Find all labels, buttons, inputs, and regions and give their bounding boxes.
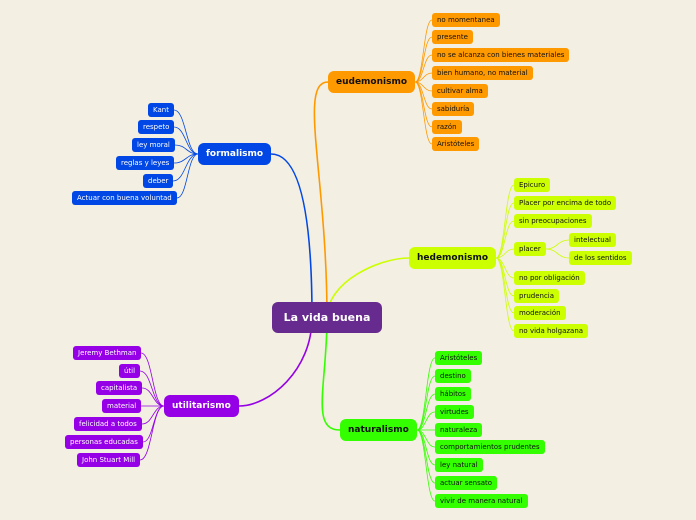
connector-hedemonismo-0 xyxy=(495,184,515,259)
connector-formalismo-1 xyxy=(173,126,199,155)
connector-utilitarismo-1 xyxy=(139,370,165,407)
connector-utilitarismo-2 xyxy=(141,387,165,407)
subtopic-no-se-alcanza-con-bienes-materiales[interactable]: no se alcanza con bienes materiales xyxy=(432,48,570,62)
subtopic-epicuro[interactable]: Epicuro xyxy=(514,178,551,192)
connector-utilitarismo-0 xyxy=(140,352,165,407)
subtopic-no-momentanea[interactable]: no momentanea xyxy=(432,13,500,27)
subtopic-cultivar-alma[interactable]: cultivar alma xyxy=(432,84,488,98)
subtopic-sin-preocupaciones[interactable]: sin preocupaciones xyxy=(514,214,592,228)
connector-eudemonismo-2 xyxy=(414,54,433,83)
connector-hedemonismo-6 xyxy=(495,257,515,314)
connector-naturalismo-3 xyxy=(416,411,436,431)
subtopic-placer-por-encima-de-todo[interactable]: Placer por encima de todo xyxy=(514,196,617,210)
topic-formalismo[interactable]: formalismo xyxy=(198,143,272,165)
connector-naturalismo-6 xyxy=(416,429,436,466)
connector-formalismo-5 xyxy=(176,153,199,199)
subtopic-kant[interactable]: Kant xyxy=(148,103,174,117)
connector-hedemonismo-1 xyxy=(495,202,515,259)
subtopic-virtudes[interactable]: virtudes xyxy=(435,405,474,419)
connector-naturalismo-2 xyxy=(416,393,436,431)
subtopic-vivir-de-manera-natural[interactable]: vivir de manera natural xyxy=(435,494,528,508)
connector-root-formalismo xyxy=(270,153,313,318)
connector-hedemonismo-2 xyxy=(495,220,515,259)
connector-eudemonismo-7 xyxy=(414,81,433,145)
connector-eudemonismo-0 xyxy=(414,19,433,83)
subtopic-bien-humano-no-material[interactable]: bien humano, no material xyxy=(432,66,533,80)
subtopic-personas-educadas[interactable]: personas educadas xyxy=(65,435,143,449)
subtopic-de-los-sentidos[interactable]: de los sentidos xyxy=(569,251,632,265)
connector-utilitarismo-6 xyxy=(139,405,165,461)
connector-formalismo-3 xyxy=(173,153,199,164)
subtopic-actuar-sensato[interactable]: actuar sensato xyxy=(435,476,498,490)
subtopic-reglas-y-leyes[interactable]: reglas y leyes xyxy=(116,156,175,170)
connector-root-eudemonismo xyxy=(313,81,329,318)
subtopic-razon[interactable]: razón xyxy=(432,120,462,134)
connector-utilitarismo-4 xyxy=(141,405,165,425)
subtopic-naturaleza[interactable]: naturaleza xyxy=(435,423,483,437)
subtopic-util[interactable]: útil xyxy=(119,364,141,378)
subtopic-no-vida-holgazana[interactable]: no vida holgazana xyxy=(514,324,589,338)
topic-eudemonismo[interactable]: eudemonismo xyxy=(328,71,416,93)
connector-utilitarismo-5 xyxy=(142,405,165,443)
root-topic-la-vida-buena[interactable]: La vida buena xyxy=(272,302,382,333)
subtopic-john-stuart-mill[interactable]: John Stuart Mill xyxy=(77,453,141,467)
subtopic-sabiduria[interactable]: sabiduría xyxy=(432,102,475,116)
subtopic-comportamientos-prudentes[interactable]: comportamientos prudentes xyxy=(435,440,545,454)
subtopic-respeto[interactable]: respeto xyxy=(138,120,175,134)
topic-naturalismo[interactable]: naturalismo xyxy=(340,419,417,441)
subtopic-jeremy-bethman[interactable]: Jeremy Bethman xyxy=(73,346,142,360)
connector-eudemonismo-6 xyxy=(414,81,433,128)
connector-eudemonismo-1 xyxy=(414,36,433,83)
subtopic-moderacion[interactable]: moderación xyxy=(514,306,566,320)
topic-hedemonismo[interactable]: hedemonismo xyxy=(409,247,497,269)
subtopic-habitos[interactable]: hábitos xyxy=(435,387,471,401)
connector-hedemonismo-7 xyxy=(495,257,515,332)
connector-formalismo-2 xyxy=(174,144,199,155)
subtopic-capitalista[interactable]: capitalista xyxy=(96,381,143,395)
subtopic-destino[interactable]: destino xyxy=(435,369,471,383)
connector-naturalismo-8 xyxy=(416,429,436,502)
connector-eudemonismo-3 xyxy=(414,72,433,83)
subtopic-placer[interactable]: placer xyxy=(514,242,546,256)
connector-hedemonismo-3-1 xyxy=(545,248,570,259)
subtopic-intelectual[interactable]: intelectual xyxy=(569,233,616,247)
subtopic-no-por-obligacion[interactable]: no por obligación xyxy=(514,271,585,285)
subtopic-ley-natural[interactable]: ley natural xyxy=(435,458,483,472)
connector-naturalismo-0 xyxy=(416,357,436,431)
connector-hedemonismo-3 xyxy=(495,248,515,259)
subtopic-presente[interactable]: presente xyxy=(432,30,473,44)
subtopic-deber[interactable]: deber xyxy=(143,174,174,188)
connector-naturalismo-1 xyxy=(416,375,436,431)
subtopic-material[interactable]: material xyxy=(102,399,142,413)
connector-root-utilitarismo xyxy=(238,317,313,407)
subtopic-actuar-con-buena-voluntad[interactable]: Actuar con buena voluntad xyxy=(72,191,177,205)
connector-hedemonismo-3-0 xyxy=(545,239,570,250)
subtopic-aristoteles-eudemonismo[interactable]: Aristóteles xyxy=(432,137,480,151)
subtopic-felicidad-a-todos[interactable]: felicidad a todos xyxy=(74,417,142,431)
subtopic-prudencia[interactable]: prudencia xyxy=(514,289,560,303)
subtopic-aristoteles-naturalismo[interactable]: Aristóteles xyxy=(435,351,483,365)
topic-utilitarismo[interactable]: utilitarismo xyxy=(164,395,239,417)
connector-formalismo-4 xyxy=(172,153,199,182)
connector-root-naturalismo xyxy=(321,317,341,431)
subtopic-ley-moral[interactable]: ley moral xyxy=(132,138,175,152)
connector-formalismo-0 xyxy=(173,109,199,155)
